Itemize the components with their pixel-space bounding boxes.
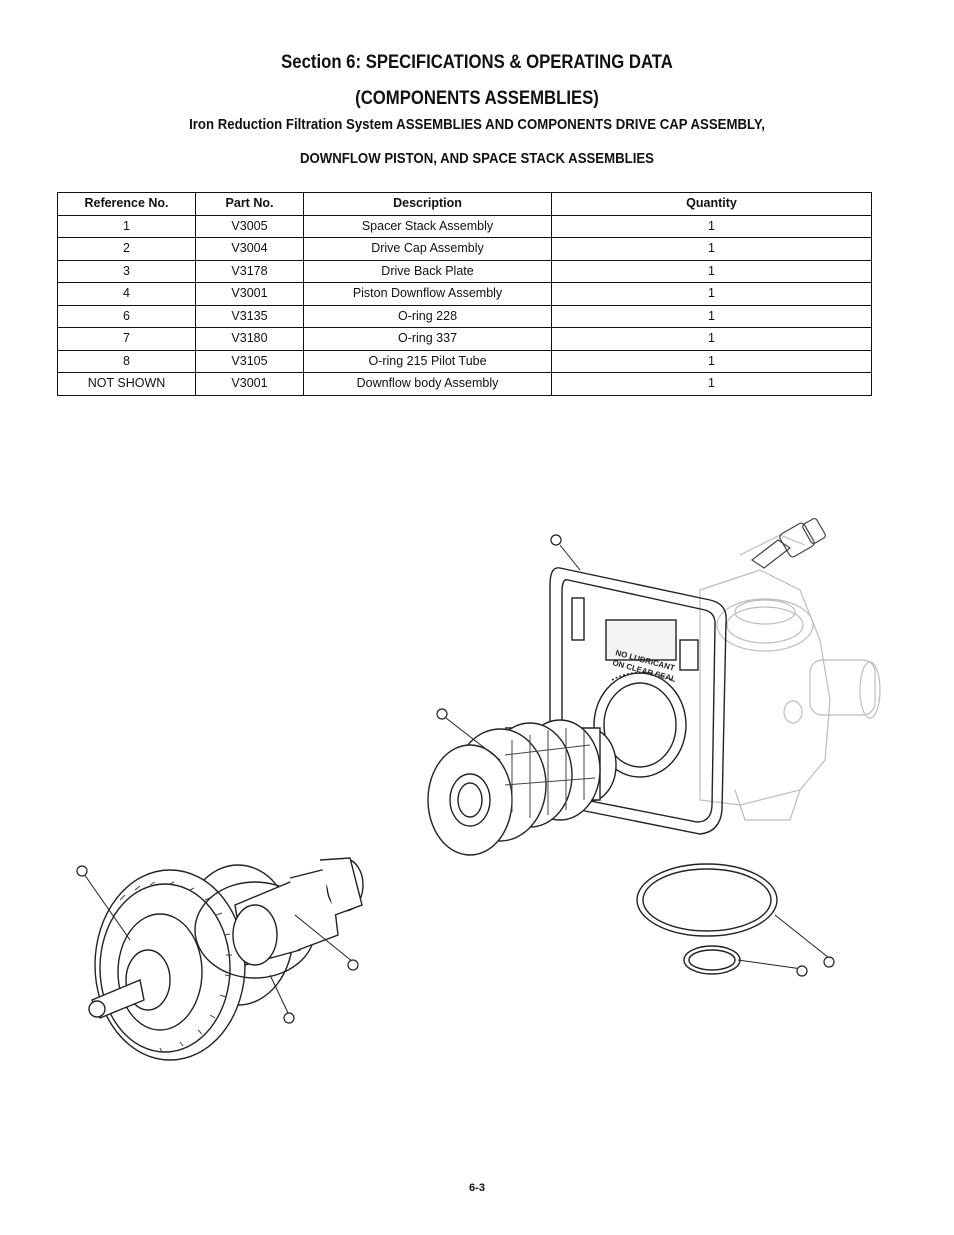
cell-description: Drive Cap Assembly (303, 237, 552, 261)
spacer-stack-ribs (504, 728, 596, 818)
table-row: 8 V3105 O-ring 215 Pilot Tube 1 (57, 349, 872, 373)
column-header-description: Description (303, 192, 552, 216)
o-ring-large-illustration (636, 863, 778, 937)
table-header-row: Reference No. Part No. Description Quant… (57, 192, 872, 216)
drive-cap-teeth (119, 881, 232, 1053)
page-number: 6-3 (469, 1182, 485, 1194)
page-subtitle: (COMPONENTS ASSEMBLIES) (355, 88, 599, 109)
valve-fitting-illustration (750, 517, 826, 569)
table-row: 2 V3004 Drive Cap Assembly 1 (57, 237, 872, 261)
cell-quantity: 1 (551, 214, 872, 238)
column-header-part-no: Part No. (195, 192, 304, 216)
spacer-stack-illustration (427, 719, 617, 856)
table-row: 7 V3180 O-ring 337 1 (57, 327, 872, 351)
cell-quantity: 1 (551, 372, 872, 396)
cell-part-no: V3005 (195, 214, 304, 238)
parts-table: Reference No. Part No. Description Quant… (57, 192, 872, 396)
cell-reference: 1 (57, 214, 196, 238)
section-heading-line-2: DOWNFLOW PISTON, AND SPACE STACK ASSEMBL… (300, 150, 654, 167)
cell-part-no: V3004 (195, 237, 304, 261)
cell-description: Spacer Stack Assembly (303, 214, 552, 238)
o-ring-small-illustration (683, 945, 741, 975)
drive-back-plate-illustration: NO LUBRICANT ON CLEAR SEAL (549, 567, 727, 835)
table-row: 4 V3001 Piston Downflow Assembly 1 (57, 282, 872, 306)
drive-cap-illustration (88, 864, 294, 1061)
table-row: 1 V3005 Spacer Stack Assembly 1 (57, 214, 872, 238)
page-title: Section 6: SPECIFICATIONS & OPERATING DA… (281, 52, 673, 73)
table-row: NOT SHOWN V3001 Downflow body Assembly 1 (57, 372, 872, 396)
section-heading-line-1: Iron Reduction Filtration System ASSEMBL… (189, 116, 765, 133)
cell-part-no: V3001 (195, 282, 304, 306)
table-row: 6 V3135 O-ring 228 1 (57, 304, 872, 328)
cell-part-no: V3001 (195, 372, 304, 396)
callout-markers (76, 534, 835, 1024)
column-header-reference: Reference No. (57, 192, 196, 216)
cell-description: Downflow body Assembly (303, 372, 552, 396)
table-row: 3 V3178 Drive Back Plate 1 (57, 259, 872, 283)
piston-illustration (194, 857, 364, 979)
cell-description: O-ring 215 Pilot Tube (303, 349, 552, 373)
column-header-quantity: Quantity (551, 192, 872, 216)
callout-leaders (83, 544, 830, 1016)
valve-body-illustration (699, 534, 881, 821)
